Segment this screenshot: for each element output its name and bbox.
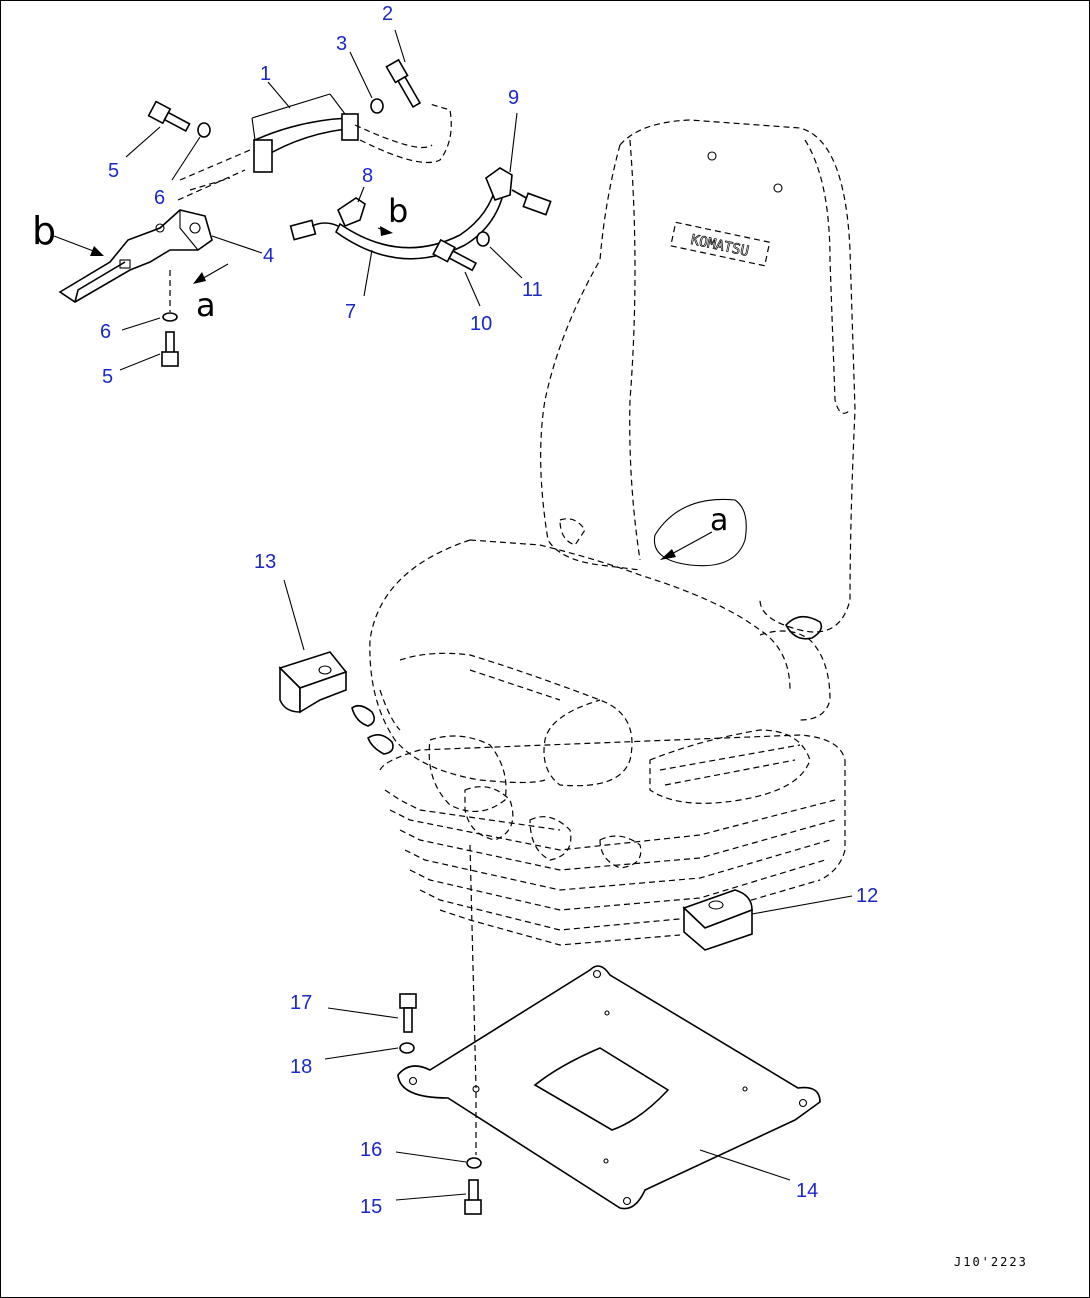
callout-13: 13 xyxy=(254,551,276,573)
washer-18 xyxy=(399,1042,415,1054)
callout-15: 15 xyxy=(360,1196,382,1218)
view-letter-a-left: a xyxy=(196,286,216,324)
callout-5-top: 5 xyxy=(108,160,119,182)
callout-2: 2 xyxy=(382,3,393,25)
harness-7 xyxy=(289,167,552,260)
drawing-code: J10'2223 xyxy=(954,1255,1028,1269)
bolt-2 xyxy=(385,58,422,109)
callout-16: 16 xyxy=(360,1139,382,1161)
mounting-plate-14 xyxy=(397,965,821,1210)
bolt-15 xyxy=(464,1179,482,1215)
view-letter-b-mid: b xyxy=(388,192,408,230)
bolt-10 xyxy=(432,238,478,272)
callout-17: 17 xyxy=(290,992,312,1014)
washer-6-top xyxy=(197,122,211,138)
callout-8: 8 xyxy=(362,165,373,187)
callout-14: 14 xyxy=(796,1180,818,1202)
bolt-5-bottom xyxy=(161,331,179,367)
washer-11 xyxy=(476,231,490,247)
washer-16 xyxy=(466,1157,482,1169)
spacer-13 xyxy=(278,651,348,714)
callout-10: 10 xyxy=(470,313,492,335)
callout-5-bottom: 5 xyxy=(102,366,113,388)
callout-1: 1 xyxy=(260,63,271,85)
washer-3 xyxy=(370,98,384,114)
leader-lines xyxy=(53,29,853,1201)
callout-4: 4 xyxy=(263,245,274,267)
callout-12: 12 xyxy=(856,885,878,907)
callout-6-top: 6 xyxy=(154,187,165,209)
callout-18: 18 xyxy=(290,1056,312,1078)
spacer-12 xyxy=(682,889,753,951)
bolt-5-top xyxy=(147,100,191,133)
callout-9: 9 xyxy=(508,87,519,109)
brand-logo: KOMATSU xyxy=(670,221,771,267)
view-letters: b b a a xyxy=(32,192,728,538)
view-letter-a-seat: a xyxy=(710,503,728,538)
bracket-4 xyxy=(58,209,213,303)
callout-labels: 1 2 3 4 5 6 7 8 9 10 11 6 5 13 12 17 18 … xyxy=(100,3,878,1218)
callout-3: 3 xyxy=(336,33,347,55)
view-letter-b-left: b xyxy=(32,209,56,253)
callout-6-bottom: 6 xyxy=(100,321,111,343)
callout-7: 7 xyxy=(345,301,356,323)
seat-assembly: KOMATSU xyxy=(351,119,856,946)
harness-1 xyxy=(177,93,452,201)
washer-6-bottom xyxy=(162,312,178,322)
bolt-17 xyxy=(399,993,417,1033)
callout-11: 11 xyxy=(522,279,543,301)
